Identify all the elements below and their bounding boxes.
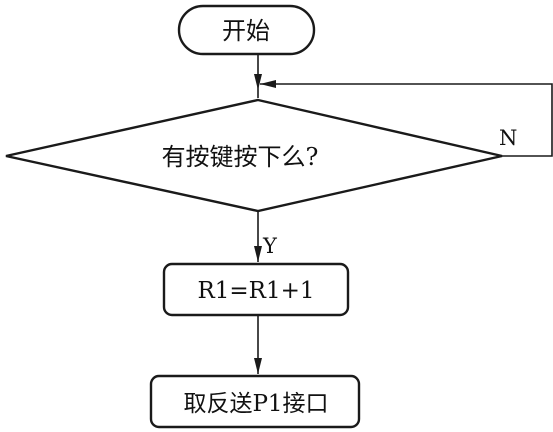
arrowhead-loop-back (260, 80, 276, 88)
start-label: 开始 (222, 17, 270, 45)
arrowhead-into-process (254, 246, 262, 262)
decision-label: 有按键按下么? (162, 143, 319, 171)
process-node (162, 262, 350, 317)
yes-branch-label: Y (262, 234, 278, 258)
loop-back-connector (260, 83, 553, 157)
start-node (177, 4, 316, 56)
arrowhead-into-output (254, 358, 262, 374)
arrowhead-into-loop-point (254, 74, 262, 90)
output-label: 取反送P1接口 (183, 391, 328, 417)
output-node (149, 374, 361, 429)
no-branch-label: N (499, 126, 517, 150)
process-label: R1=R1+1 (197, 278, 314, 304)
